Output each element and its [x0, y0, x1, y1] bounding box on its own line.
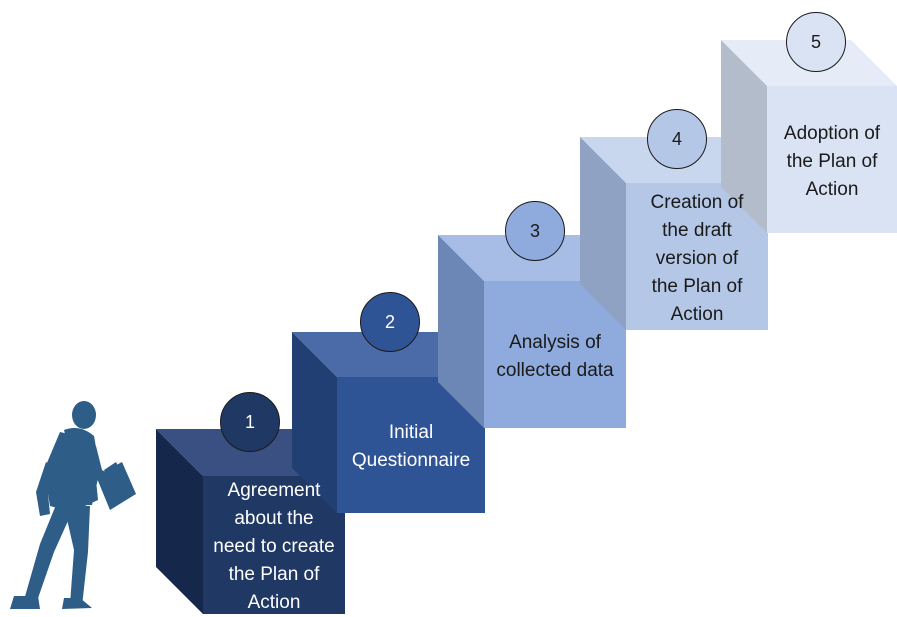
step-2-side-face	[292, 332, 337, 513]
step-4-front-face	[626, 183, 768, 330]
step-3-side-face	[438, 235, 484, 428]
step-4-number: 4	[647, 109, 707, 169]
step-1-front-face	[203, 476, 345, 614]
step-2-front-face	[337, 377, 485, 513]
person-body-part	[44, 432, 98, 512]
step-5-label: Adoption of the Plan of Action	[783, 122, 881, 200]
walking-businessman-icon	[10, 401, 136, 609]
step-2-box	[292, 332, 485, 513]
step-4-label: Creation of the draft version of the Pla…	[650, 191, 744, 325]
step-2-top-face	[292, 332, 485, 377]
step-1-side-face	[156, 429, 203, 614]
step-5-number: 5	[786, 12, 846, 72]
step-3-number: 3	[505, 201, 565, 261]
step-4-side-face	[580, 137, 626, 330]
person-head	[72, 401, 96, 429]
person-body-part	[36, 462, 58, 516]
person-body-part	[10, 596, 40, 609]
person-body-part	[104, 462, 120, 478]
person-body-part	[64, 506, 90, 606]
person-body-part	[24, 500, 72, 604]
step-3-label: Analysis of collected data	[496, 331, 614, 381]
step-1-label: Agreement about the need to create the P…	[213, 480, 335, 613]
step-5-front-face	[767, 86, 897, 233]
step-2-number: 2	[360, 292, 420, 352]
person-body-part	[62, 598, 92, 609]
step-3-front-face	[484, 281, 626, 428]
step-2-label: Initial Questionnaire	[351, 422, 471, 471]
step-5-side-face	[721, 40, 767, 233]
step-1-number: 1	[220, 392, 280, 452]
